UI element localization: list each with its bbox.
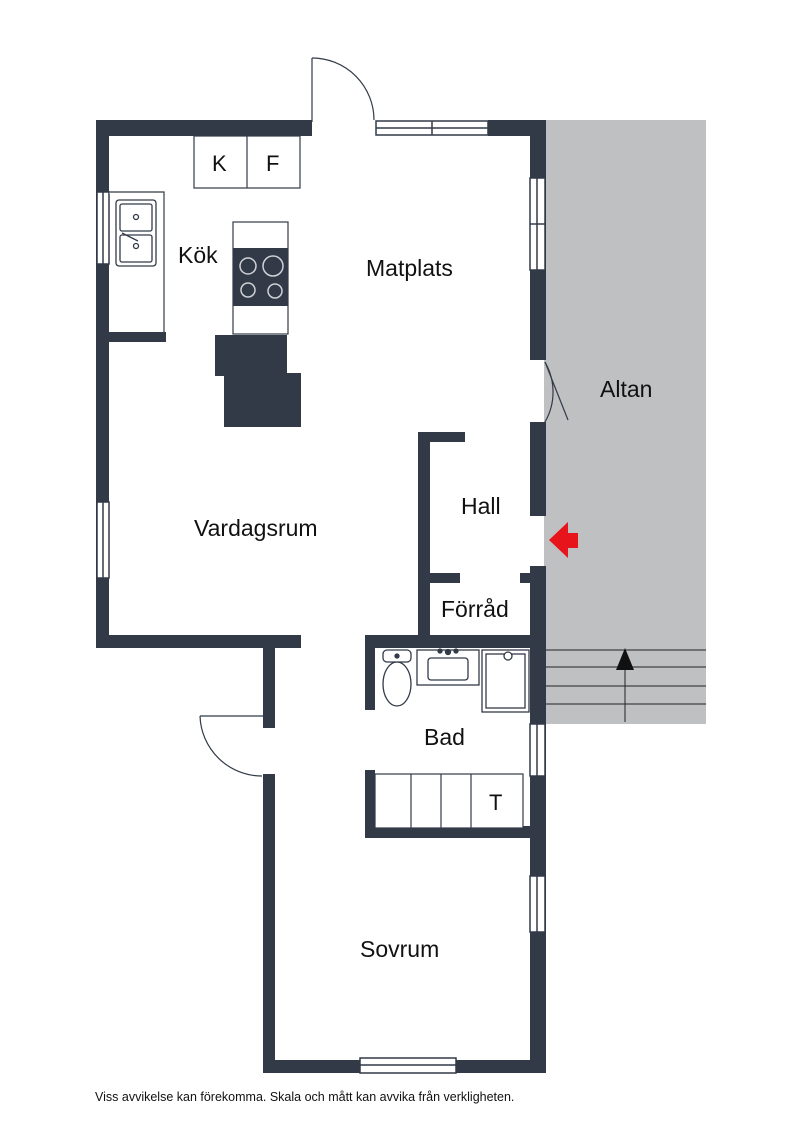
room-label-hall: Hall — [461, 493, 501, 519]
laundry-cabinets — [374, 773, 524, 829]
kitchen-sink-icon — [115, 199, 157, 267]
kitchen-island — [232, 221, 289, 335]
toilet-icon — [382, 649, 412, 707]
room-label-sovrum: Sovrum — [360, 936, 439, 962]
room-label-altan: Altan — [600, 376, 652, 402]
room-label-kok: Kök — [178, 242, 218, 268]
appliance-label-tvatt: T — [489, 790, 502, 815]
appliance-label-kyl: K — [212, 151, 227, 176]
fireplace — [215, 335, 301, 427]
doors — [199, 57, 569, 777]
bathroom-sink-icon — [416, 648, 480, 686]
stove-icon — [239, 255, 284, 299]
disclaimer-text: Viss avvikelse kan förekomma. Skala och … — [95, 1090, 515, 1104]
room-label-vardagsrum: Vardagsrum — [194, 515, 318, 541]
windows — [96, 120, 546, 1074]
stair-arrow-icon — [616, 648, 634, 670]
deck-area — [544, 120, 706, 724]
shower-icon — [481, 649, 530, 713]
room-label-bad: Bad — [424, 724, 465, 750]
room-label-matplats: Matplats — [366, 255, 453, 281]
entrance-arrow-icon — [549, 522, 578, 558]
appliance-label-frys: F — [266, 151, 279, 176]
room-label-forrad: Förråd — [441, 596, 509, 622]
